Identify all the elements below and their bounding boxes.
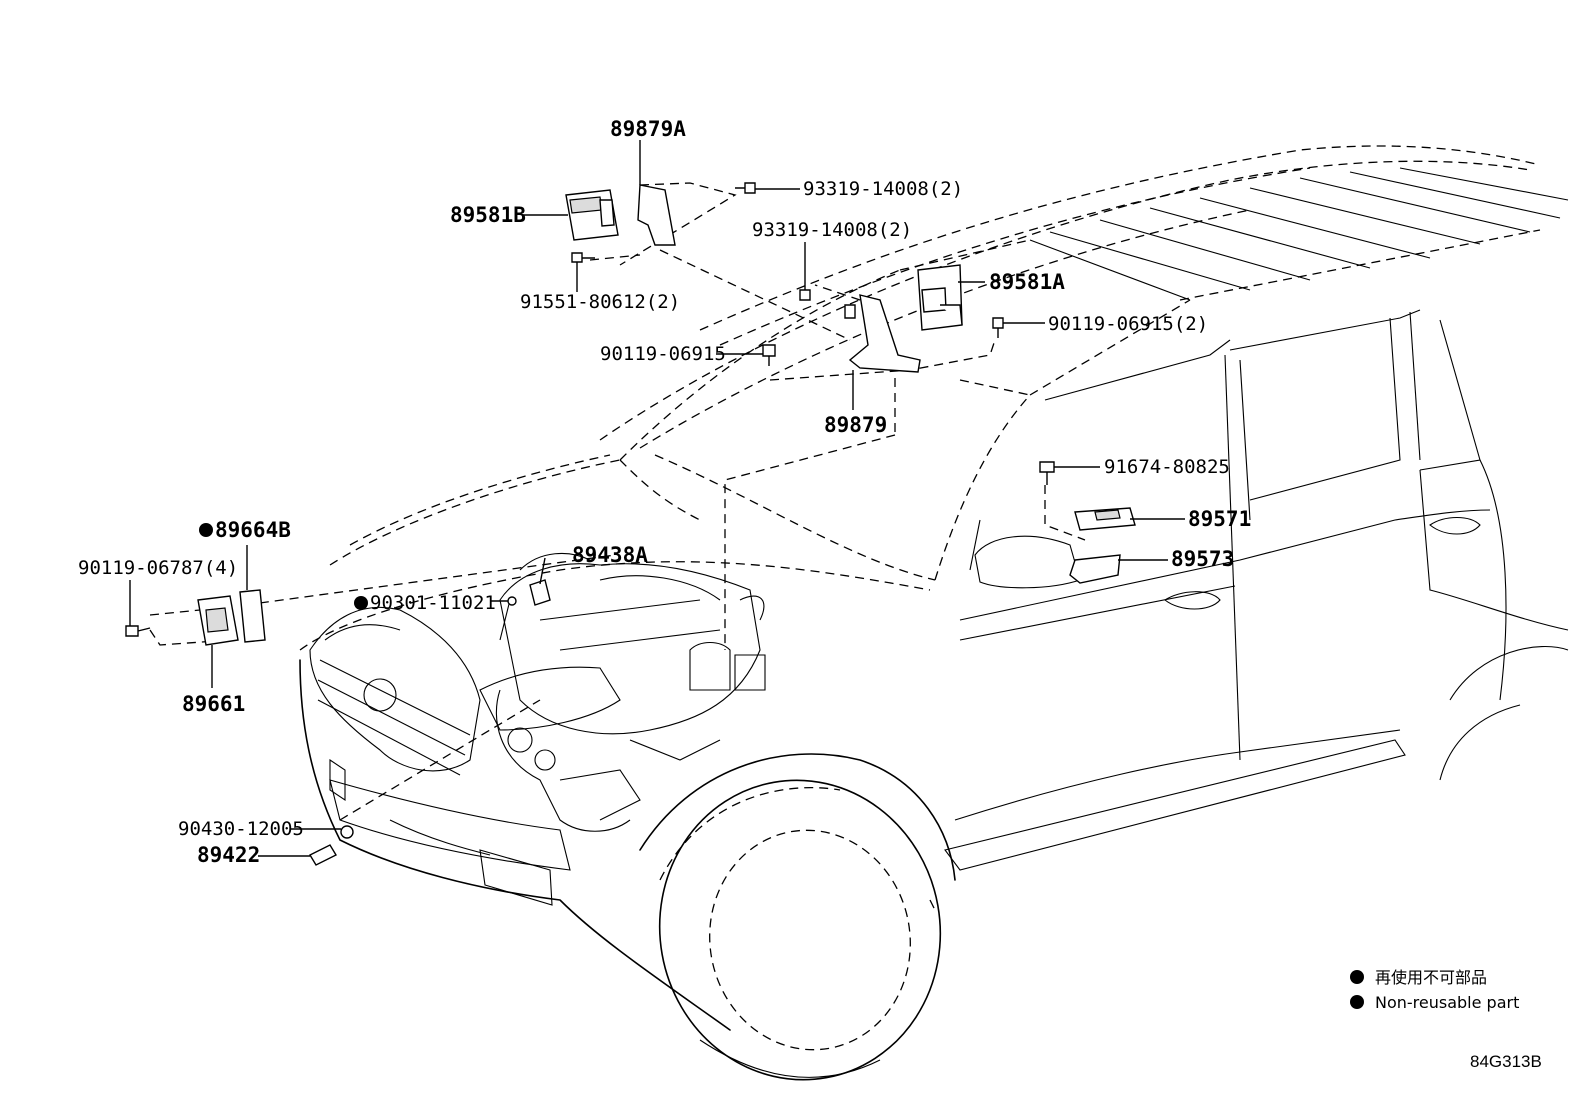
label-89571: 89571 [1188,507,1251,531]
label-89661: 89661 [182,692,245,716]
leader-lines [129,140,1185,857]
label-89879: 89879 [824,413,887,437]
bracket-89573-shape [1069,554,1121,584]
screw-93319-top-shape [735,182,756,194]
label-89438a: 89438A [572,543,648,567]
label-90119-06787: 90119-06787(4) [78,557,238,579]
connection-lines [149,182,1086,821]
screw-90119-06915-shape [762,344,776,366]
label-89581a: 89581A [989,270,1065,294]
label-93319-top: 93319-14008(2) [803,178,963,200]
label-89879a: 89879A [610,117,686,141]
ecu-89581b-shape [565,189,619,241]
legend: 再使用不可部品 Non-reusable part [1350,968,1519,1012]
label-89664b: 89664B [215,518,291,542]
bracket-89879-shape [848,294,921,373]
label-90430: 90430-12005 [178,818,304,840]
module-89571-shape [1074,507,1136,531]
vehicle-outline [299,145,1569,1081]
legend-english-text: Non-reusable part [1375,993,1519,1012]
screw-93319-mid-shape [799,289,811,301]
label-89573: 89573 [1171,547,1234,571]
gasket-89664b-shape [239,589,266,643]
label-90301: 90301-11021 [370,592,496,614]
legend-bullet-japanese [1350,970,1364,984]
ecu-89661-shape [197,595,239,646]
label-90119-06915: 90119-06915 [600,343,726,365]
label-91674: 91674-80825 [1104,456,1230,478]
bracket-89879a-shape [637,184,676,246]
ecu-89581a-shape [917,264,963,331]
sensor-89422-shape [309,844,337,866]
gasket-90430-shape [340,825,354,839]
non-reusable-marker-89664b [199,523,213,537]
label-93319-mid: 93319-14008(2) [752,219,912,241]
figure-code: 84G313B [1470,1052,1542,1071]
engine-assembly [495,552,766,832]
label-89581b: 89581B [450,203,526,227]
label-91551: 91551-80612(2) [520,291,680,313]
screw-90119-06915-2-shape [992,317,1004,338]
oring-90301-shape [507,596,517,606]
bracket-clip-shape [844,304,856,319]
bolt-91551-shape [571,252,595,263]
legend-japanese-text: 再使用不可部品 [1375,968,1487,987]
label-89422: 89422 [197,843,260,867]
label-90119-06915-2: 90119-06915(2) [1048,313,1208,335]
bolt-91674-shape [1039,461,1055,485]
non-reusable-marker-90301 [354,596,368,610]
part-labels: 89879A 93319-14008(2) 89581B 91551-80612… [78,117,1251,867]
legend-bullet-english [1350,995,1364,1009]
bolt-90119-06787-shape [125,625,151,637]
